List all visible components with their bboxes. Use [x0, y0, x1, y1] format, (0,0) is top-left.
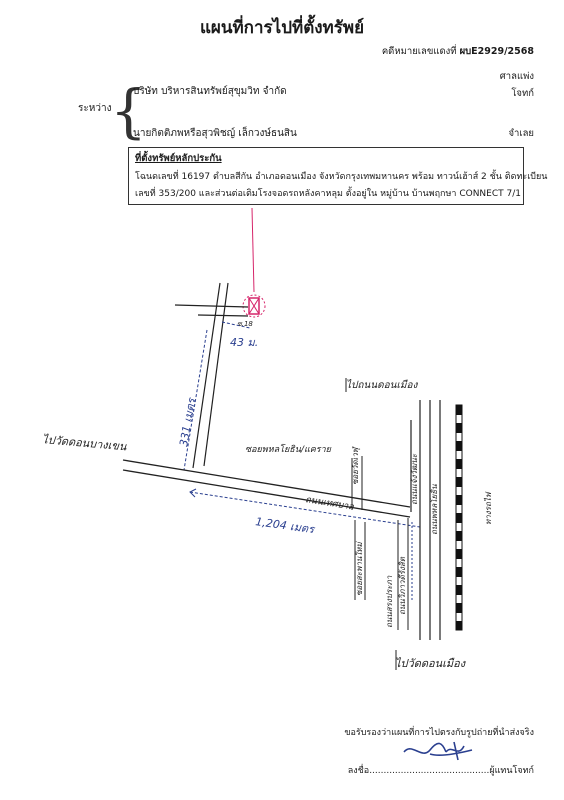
vertical-mid-label: ถนนวิภาวดีรังสิต — [398, 556, 407, 615]
pointer-line — [251, 207, 255, 293]
case-label: คดีหมายเลขแดงที่ — [381, 46, 457, 57]
main-road-label: ถนนเทศบาล — [305, 495, 355, 513]
dist-1204-label: 1,204 เมตร — [255, 515, 317, 536]
to-bangkhen-label: ไปวัดดอนบางเขน — [42, 433, 128, 453]
plaintiff-name: บริษัท บริหารสินทรัพย์สุขุมวิท จำกัด — [133, 86, 287, 97]
railway — [455, 404, 463, 631]
page-title: แผนที่การไปที่ตั้งทรัพย์ — [199, 18, 365, 38]
vertical-bottom-label: ถนนสรงประภา — [385, 575, 394, 628]
certification-text: ขอรับรองว่าแผนที่การไปตรงกับรูปถ่ายที่นำ… — [344, 728, 534, 738]
vertical-right-1-label: ถนนแจ้งวัฒนะ — [410, 453, 419, 505]
party-brace: { — [110, 77, 147, 145]
rail-label: ทางรถไฟ — [483, 491, 493, 525]
vertical-left-1-label: ซอยวัดเวฬุ — [351, 445, 361, 485]
property-marker — [242, 294, 266, 318]
vertical-left-2-label: ซอยสะพานใหม่ — [354, 541, 364, 596]
defendant-role: จำเลย — [508, 128, 534, 139]
soi-name-label: ซอยพหลโยธิน/แคราย — [245, 443, 332, 455]
soi-road-left-edge — [192, 282, 221, 469]
property-line-1: โฉนดเลขที่ 16197 ตำบลสีกัน อำเภอดอนเมือง… — [135, 172, 548, 182]
to-donmueang-north-label: ไปถนนดอนเมือง — [346, 379, 418, 391]
sign-role: ผู้แทนโจทก์ — [489, 766, 534, 776]
dist-43-label: 43 ม. — [230, 336, 258, 349]
court-name: ศาลแพ่ง — [499, 71, 534, 82]
case-number: ผบE2929/2568 — [459, 46, 534, 57]
main-road-top-edge — [122, 459, 411, 508]
signature — [403, 741, 473, 761]
top-road — [174, 304, 249, 308]
sign-dots: ........................................… — [369, 766, 490, 776]
to-donmueang-south-label: ไปวัดดอนเมือง — [395, 657, 467, 670]
top-small-label: ซ.18 — [237, 320, 253, 328]
dist-331-label: 331 เมตร — [177, 395, 199, 447]
plaintiff-role: โจทก์ — [511, 88, 534, 99]
soi-road-right-edge — [203, 282, 229, 467]
signature-line: ลงชื่อ..................................… — [348, 763, 534, 777]
between-label: ระหว่าง — [78, 103, 112, 114]
case-number-line: คดีหมายเลขแดงที่ ผบE2929/2568 — [382, 44, 534, 59]
property-heading: ที่ตั้งทรัพย์หลักประกัน — [135, 153, 222, 164]
defendant-name: นายกิตติภพหรือสุวพิชญ์ เล็กวงษ์ธนสิน — [133, 128, 297, 139]
sign-prefix: ลงชื่อ — [347, 766, 370, 776]
property-line-2: เลขที่ 353/200 และส่วนต่อเติมโรงจอดรถหลั… — [135, 189, 521, 199]
main-road-bottom-edge — [122, 469, 411, 518]
vertical-right-2-label: ถนนพหลโยธิน — [429, 484, 439, 535]
property-box — [128, 147, 524, 205]
